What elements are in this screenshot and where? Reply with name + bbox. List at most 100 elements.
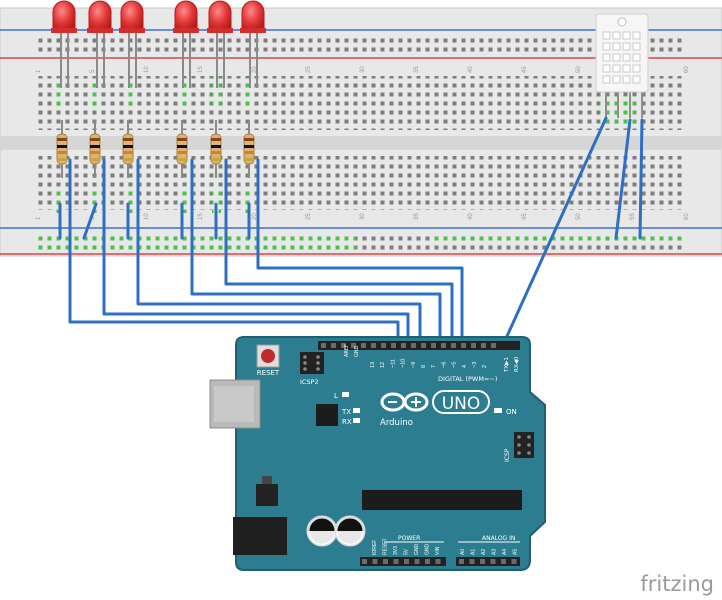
column-label: 1 [36,216,42,220]
resistor[interactable] [56,120,68,178]
fritzing-watermark: fritzing [640,572,714,596]
atmega-chip [362,490,522,510]
wires [58,116,644,358]
center-channel [0,136,722,150]
on-led [494,408,502,413]
usb-chip [316,404,338,426]
bottom-power-rail [0,227,722,255]
power-label: POWER [398,535,420,542]
digital-pin-label: ~5 [452,362,458,368]
wire-sensor-vcc[interactable] [638,118,644,240]
analog-pin-label: A5 [513,549,519,555]
digital-pin-label: 12 [380,362,386,368]
digital-pin-label: 8 [421,365,427,368]
red-led[interactable] [51,0,77,88]
tx-led [353,408,360,413]
red-led[interactable] [240,0,266,88]
digital-pin-label: ~10 [401,359,407,368]
analog-pin-label: A3 [492,549,498,555]
icsp2-header [300,352,324,374]
power-pin-label: RESET [383,538,389,555]
digital-pin-label: 4 [462,365,468,368]
column-label: 30 [360,66,366,73]
column-label: 5 [90,69,96,73]
wire-led3-to-pin9[interactable] [136,158,422,358]
analog-label: ANALOG IN [482,535,515,542]
led-group [51,0,266,88]
resistor[interactable] [122,120,134,178]
column-label: 40 [468,66,474,73]
digital-pin-label: ~9 [411,362,417,368]
digital-label: DIGITAL (PWM=~) [438,375,497,383]
uno-label: UNO [442,394,481,414]
l-led [342,392,349,397]
txrx-header [500,341,520,350]
lower-terminal-strip [36,156,686,210]
resistor[interactable] [210,120,222,178]
wire-led2-to-pin10[interactable] [102,158,410,358]
analog-pin-labels: A0 A1 A2 A3 A4 A5 [460,549,519,555]
upper-terminal-strip [36,76,686,130]
column-label: 20 [252,213,258,220]
on-label: ON [506,408,517,416]
analog-pin-label: A4 [502,549,508,555]
red-led[interactable] [119,0,145,88]
wire-led6-to-pin3[interactable] [256,158,464,358]
wire-sensor-data[interactable] [496,116,608,358]
column-label: 45 [522,213,528,220]
wire-sensor-gnd[interactable] [614,118,632,240]
red-led[interactable] [207,0,233,88]
power-pin-label: VIN [435,546,441,555]
wire-gnd-2[interactable] [82,202,98,240]
gnd-top-label: GND [354,345,360,357]
resistor-group [56,120,255,178]
resistor[interactable] [243,120,255,178]
voltage-regulator [256,484,278,506]
digital-pin-label: 7 [431,365,437,368]
digital-pin-label: ~3 [472,362,478,368]
red-led[interactable] [87,0,113,88]
column-label: 50 [576,66,582,73]
column-label: 50 [576,213,582,220]
tx-led-label: TX [341,408,351,416]
digital-pin-label: 2 [482,365,488,368]
column-label: 15 [198,66,204,73]
power-pin-label: GND [425,544,431,556]
column-label: 55 [630,213,636,220]
column-label: 60 [684,213,690,220]
power-pin-label: 3V3 [393,546,399,555]
power-pin-label: 5V [404,548,410,555]
column-label: 35 [414,213,420,220]
column-label: 10 [144,66,150,73]
analog-pin-label: A2 [481,549,487,555]
arduino-brand: Arduino [380,418,413,428]
column-label: 40 [468,213,474,220]
tx-pin-label: TX▶1 [504,357,510,373]
analog-pin-label: A0 [460,549,466,555]
column-label: 35 [414,66,420,73]
column-label: 45 [522,66,528,73]
analog-pin-label: A1 [471,549,477,555]
column-label: 20 [252,66,258,73]
wire-led4-to-pin6[interactable] [190,158,442,358]
reset-label: RESET [257,369,280,377]
red-led[interactable] [173,0,199,88]
resistor[interactable] [176,120,188,178]
power-pin-label: GND [414,544,420,556]
icsp2-label: ICSP2 [300,378,319,386]
dc-jack [233,517,287,555]
rx-led [353,418,360,423]
column-label: 30 [360,213,366,220]
column-label: 1 [36,69,42,73]
digital-header [318,341,508,350]
wire-led5-to-pin5[interactable] [224,158,454,358]
resistor[interactable] [89,120,101,178]
column-label: 10 [144,213,150,220]
column-label: 15 [198,213,204,220]
rx-pin-label: RX◀0 [514,356,520,372]
digital-pin-label: ~11 [390,359,396,368]
